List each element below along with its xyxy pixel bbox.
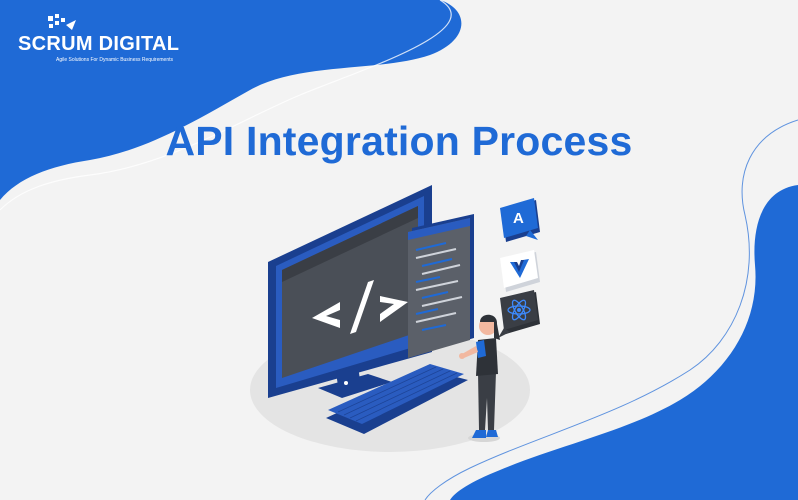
- angular-icon: A: [513, 210, 524, 227]
- monitor-screen-header: [282, 206, 418, 282]
- person-sleeve: [476, 340, 486, 358]
- monitor-power-dot: [344, 381, 348, 385]
- top-left-wave: [0, 0, 462, 200]
- react-icon: [507, 299, 531, 321]
- bottom-right-wave-outline: [424, 119, 798, 500]
- person-illustration: [459, 314, 500, 442]
- vue-icon: [510, 259, 529, 278]
- code-symbol-icon: [312, 280, 408, 334]
- person-hair: [480, 314, 500, 340]
- brand-name: SCRUM DIGITAL: [18, 33, 180, 55]
- keyboard-keys: [337, 366, 458, 422]
- monitor-stand-base: [318, 374, 392, 398]
- person-hand: [459, 353, 465, 359]
- code-lines: [415, 242, 463, 331]
- code-panel-top-bar: [408, 218, 470, 240]
- top-left-wave-outline: [0, 0, 452, 211]
- bottom-right-wave: [450, 185, 798, 500]
- react-badge: [498, 290, 540, 338]
- monitor: [268, 185, 432, 398]
- page-title: API Integration Process: [165, 118, 633, 164]
- logo-icon: [48, 14, 76, 30]
- code-panel-body: [408, 218, 470, 358]
- brand-tagline: Agile Solutions For Dynamic Business Req…: [56, 57, 173, 63]
- keyboard: [326, 364, 468, 434]
- person-shoe-right: [486, 430, 498, 437]
- code-panel: [408, 214, 474, 358]
- brand-logo: SCRUM DIGITAL Agile Solutions For Dynami…: [18, 14, 218, 63]
- monitor-screen: [282, 206, 418, 378]
- angular-badge: [500, 198, 540, 242]
- keyboard-top: [328, 364, 464, 424]
- person-arm: [462, 346, 478, 358]
- vue-badge: [500, 250, 540, 292]
- person-shoe-left: [472, 430, 486, 438]
- vue-icon-inner: [514, 260, 524, 272]
- person-legs: [478, 372, 496, 430]
